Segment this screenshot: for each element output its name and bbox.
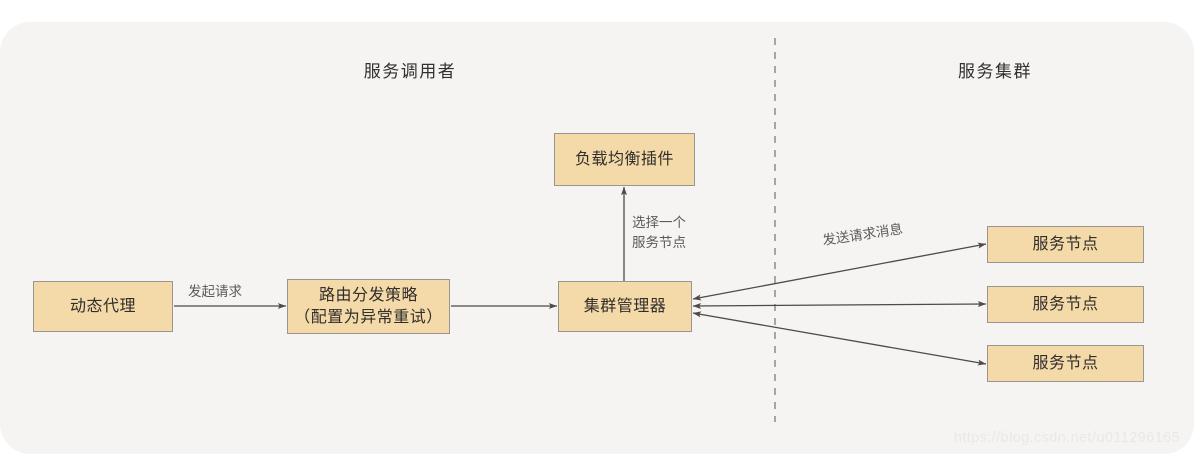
node-service-node-1-label: 服务节点 [1032, 235, 1099, 253]
edge-label-select-node-line2: 服务节点 [632, 235, 686, 250]
node-routing-policy[interactable]: 路由分发策略 （配置为异常重试） [287, 279, 450, 334]
edge-manager-to-node-3 [692, 311, 987, 366]
node-cluster-manager-label: 集群管理器 [583, 297, 667, 315]
edge-label-select-node-line1: 选择一个 [632, 215, 686, 230]
node-dynamic-proxy-label: 动态代理 [69, 297, 136, 315]
node-routing-policy-label-line1: 路由分发策略 [318, 287, 418, 305]
node-load-balancer[interactable]: 负载均衡插件 [554, 133, 695, 186]
node-cluster-manager[interactable]: 集群管理器 [558, 281, 692, 332]
node-service-node-2-label: 服务节点 [1032, 295, 1099, 313]
zone-title-caller: 服务调用者 [363, 62, 457, 81]
node-service-node-3-label: 服务节点 [1032, 354, 1099, 372]
edge-manager-to-node-1 [692, 242, 987, 301]
watermark: https://blog.csdn.net/u011296165 [953, 430, 1180, 446]
zone-title-cluster: 服务集群 [958, 62, 1032, 81]
node-service-node-2[interactable]: 服务节点 [987, 286, 1144, 323]
node-dynamic-proxy[interactable]: 动态代理 [33, 281, 173, 332]
edge-manager-to-node-2 [692, 301, 987, 309]
edge-label-initiate-request: 发起请求 [188, 284, 242, 299]
node-routing-policy-label-line2: （配置为异常重试） [294, 308, 443, 326]
node-service-node-1[interactable]: 服务节点 [987, 226, 1144, 263]
node-service-node-3[interactable]: 服务节点 [987, 345, 1144, 382]
node-load-balancer-label: 负载均衡插件 [574, 150, 674, 168]
